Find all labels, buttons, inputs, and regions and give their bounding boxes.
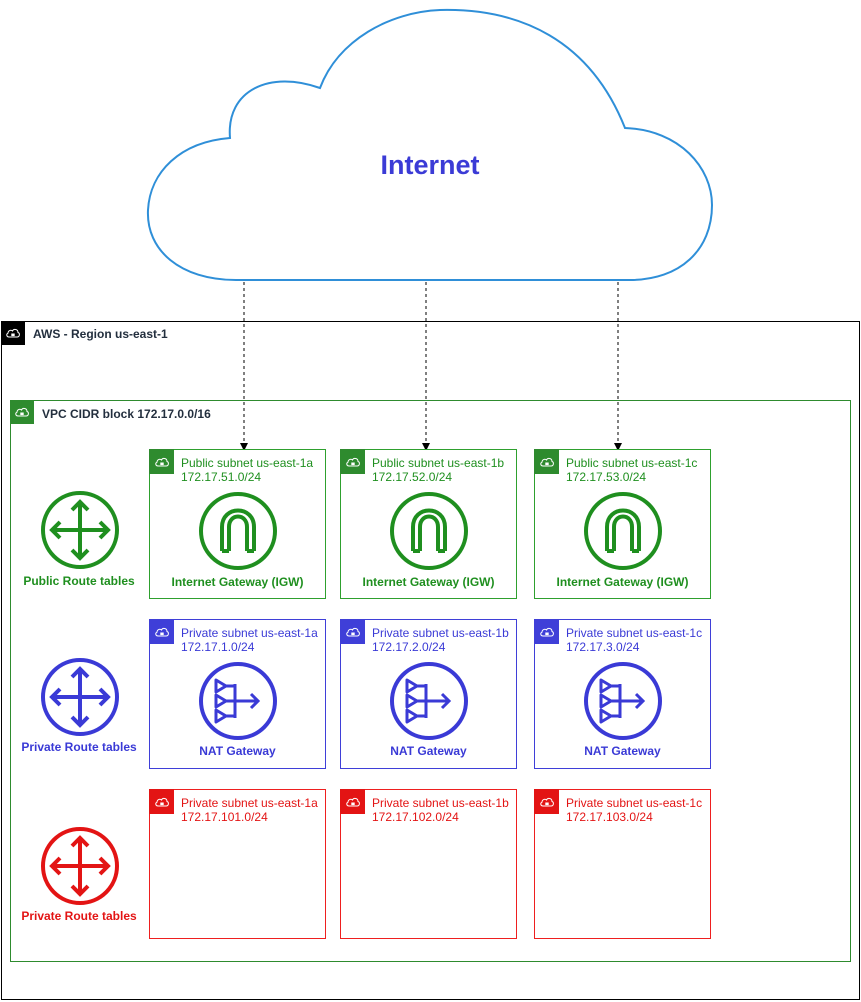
subnet-lock-icon [539, 797, 554, 806]
route-table-icon [41, 827, 119, 905]
subnet-name: Public subnet us-east-1c [566, 456, 698, 470]
cloud-lock-icon [6, 328, 20, 338]
subnet-cidr: 172.17.1.0/24 [181, 640, 255, 654]
subnet-lock-icon [154, 627, 169, 636]
region-tag [1, 321, 25, 345]
subnet-cidr: 172.17.2.0/24 [372, 640, 446, 654]
subnet-cidr: 172.17.3.0/24 [566, 640, 640, 654]
subnet-name: Private subnet us-east-1a [181, 796, 318, 810]
subnet-lock-icon [154, 457, 169, 466]
internet-gateway-icon [390, 492, 468, 570]
connectors [240, 282, 622, 451]
subnet-tag [149, 449, 174, 474]
subnet-lock-icon [539, 627, 554, 636]
internet-gateway-label: Internet Gateway (IGW) [362, 575, 495, 589]
subnet-cidr: 172.17.52.0/24 [372, 470, 453, 484]
subnet-tag [149, 789, 174, 814]
route-table-icon [41, 491, 119, 569]
subnet-cidr: 172.17.51.0/24 [181, 470, 262, 484]
nat-gateway-icon [584, 662, 662, 740]
subnet-cidr: 172.17.53.0/24 [566, 470, 647, 484]
arrowhead-1c [614, 443, 622, 451]
internet-gateway-icon [584, 492, 662, 570]
subnet-cidr: 172.17.101.0/24 [181, 810, 268, 824]
subnet-tag [534, 789, 559, 814]
subnet-lock-icon [154, 797, 169, 806]
subnet-lock-icon [345, 627, 360, 636]
subnet-tag [149, 619, 174, 644]
subnet-tag [340, 449, 365, 474]
internet-gateway-label: Internet Gateway (IGW) [171, 575, 304, 589]
arrowhead-1b [422, 443, 430, 451]
subnet-lock-icon [345, 797, 360, 806]
subnet-name: Private subnet us-east-1b [372, 796, 509, 810]
internet-gateway-label: Internet Gateway (IGW) [556, 575, 689, 589]
vpc-label: VPC CIDR block 172.17.0.0/16 [42, 407, 211, 421]
public-route-tables-label: Public Route tables [23, 574, 135, 588]
nat-gateway-label: NAT Gateway [199, 744, 276, 758]
cloud-shape [146, 8, 714, 281]
subnet-name: Private subnet us-east-1a [181, 626, 318, 640]
subnet-cidr: 172.17.102.0/24 [372, 810, 459, 824]
nat-gateway-label: NAT Gateway [390, 744, 467, 758]
subnet-name: Private subnet us-east-1c [566, 626, 703, 640]
nat-gateway-icon [390, 662, 468, 740]
route-table-icon [41, 658, 119, 736]
subnet-tag [534, 449, 559, 474]
subnet-tag [340, 619, 365, 644]
cloud-lock-icon [15, 407, 29, 417]
subnet-lock-icon [539, 457, 554, 466]
subnet-name: Public subnet us-east-1b [372, 456, 505, 470]
private-nat-route-tables-label: Private Route tables [21, 740, 137, 754]
nat-gateway-label: NAT Gateway [584, 744, 661, 758]
subnet-tag [534, 619, 559, 644]
internet-gateway-icon [199, 492, 277, 570]
subnet-name: Private subnet us-east-1b [372, 626, 509, 640]
private-route-tables-label: Private Route tables [21, 909, 137, 923]
subnet-cidr: 172.17.103.0/24 [566, 810, 653, 824]
nat-gateway-icon [199, 662, 277, 740]
subnet-lock-icon [345, 457, 360, 466]
subnet-name: Private subnet us-east-1c [566, 796, 703, 810]
subnet-name: Public subnet us-east-1a [181, 456, 314, 470]
subnet-tag [340, 789, 365, 814]
vpc-tag [10, 400, 34, 424]
internet-cloud: Internet [146, 8, 714, 281]
region-label: AWS - Region us-east-1 [33, 327, 168, 341]
arrowhead-1a [240, 443, 248, 451]
internet-label: Internet [380, 150, 479, 180]
